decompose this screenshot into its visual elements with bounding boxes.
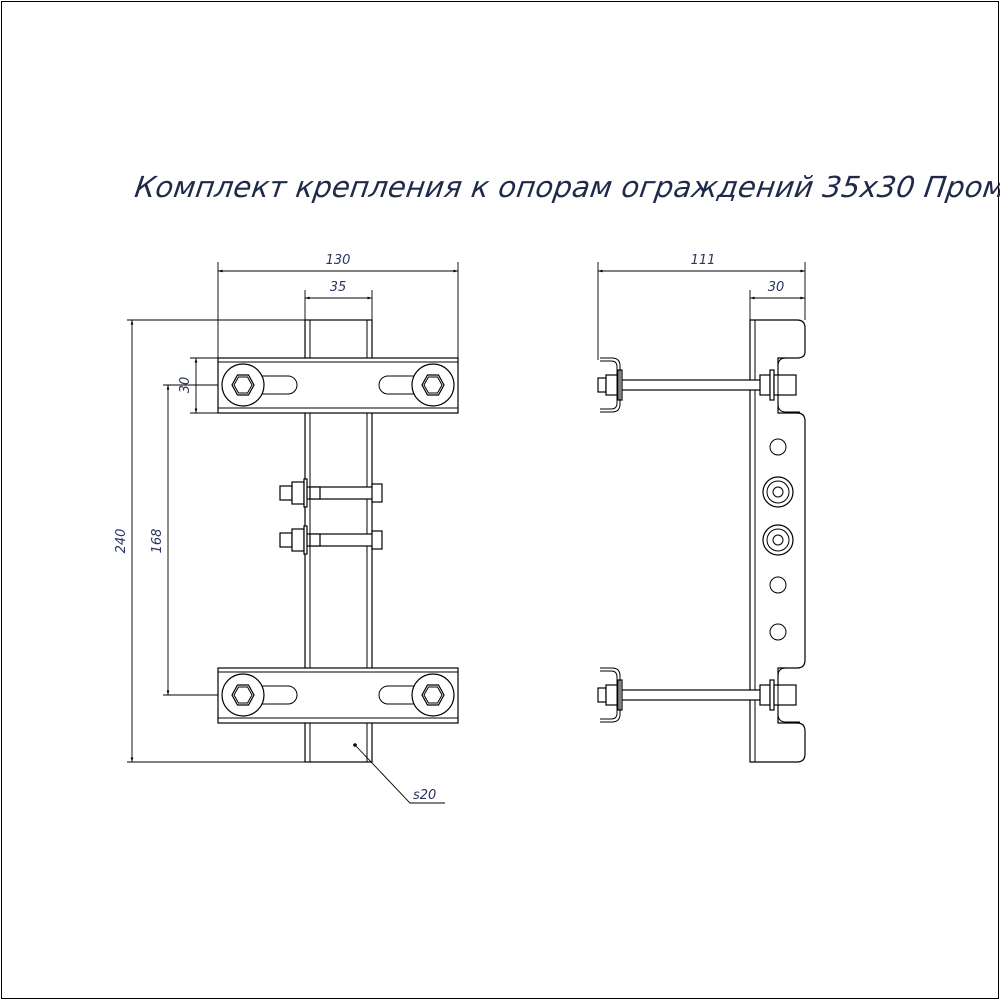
front-view: 130 35 240 168 30 s20 xyxy=(114,253,459,804)
dim-240: 240 xyxy=(114,529,129,554)
clamp-bottom xyxy=(218,668,458,723)
dim-168: 168 xyxy=(150,529,165,554)
clamp-top xyxy=(218,358,458,413)
dimension-lines xyxy=(597,262,806,360)
dim-130: 130 xyxy=(326,253,351,268)
plate-nut xyxy=(762,476,794,508)
dim-30-plate: 30 xyxy=(768,280,785,295)
side-view: 111 30 xyxy=(597,253,806,763)
dim-30-clamp: 30 xyxy=(178,377,193,394)
dimension-lines xyxy=(127,262,459,804)
plate-nut xyxy=(762,524,794,556)
thickness-callout: s20 xyxy=(413,788,436,803)
dim-35: 35 xyxy=(330,280,347,295)
dim-111: 111 xyxy=(691,253,716,268)
plate-hole xyxy=(769,623,787,641)
plate-hole xyxy=(769,576,787,594)
plate-hole xyxy=(769,438,787,456)
